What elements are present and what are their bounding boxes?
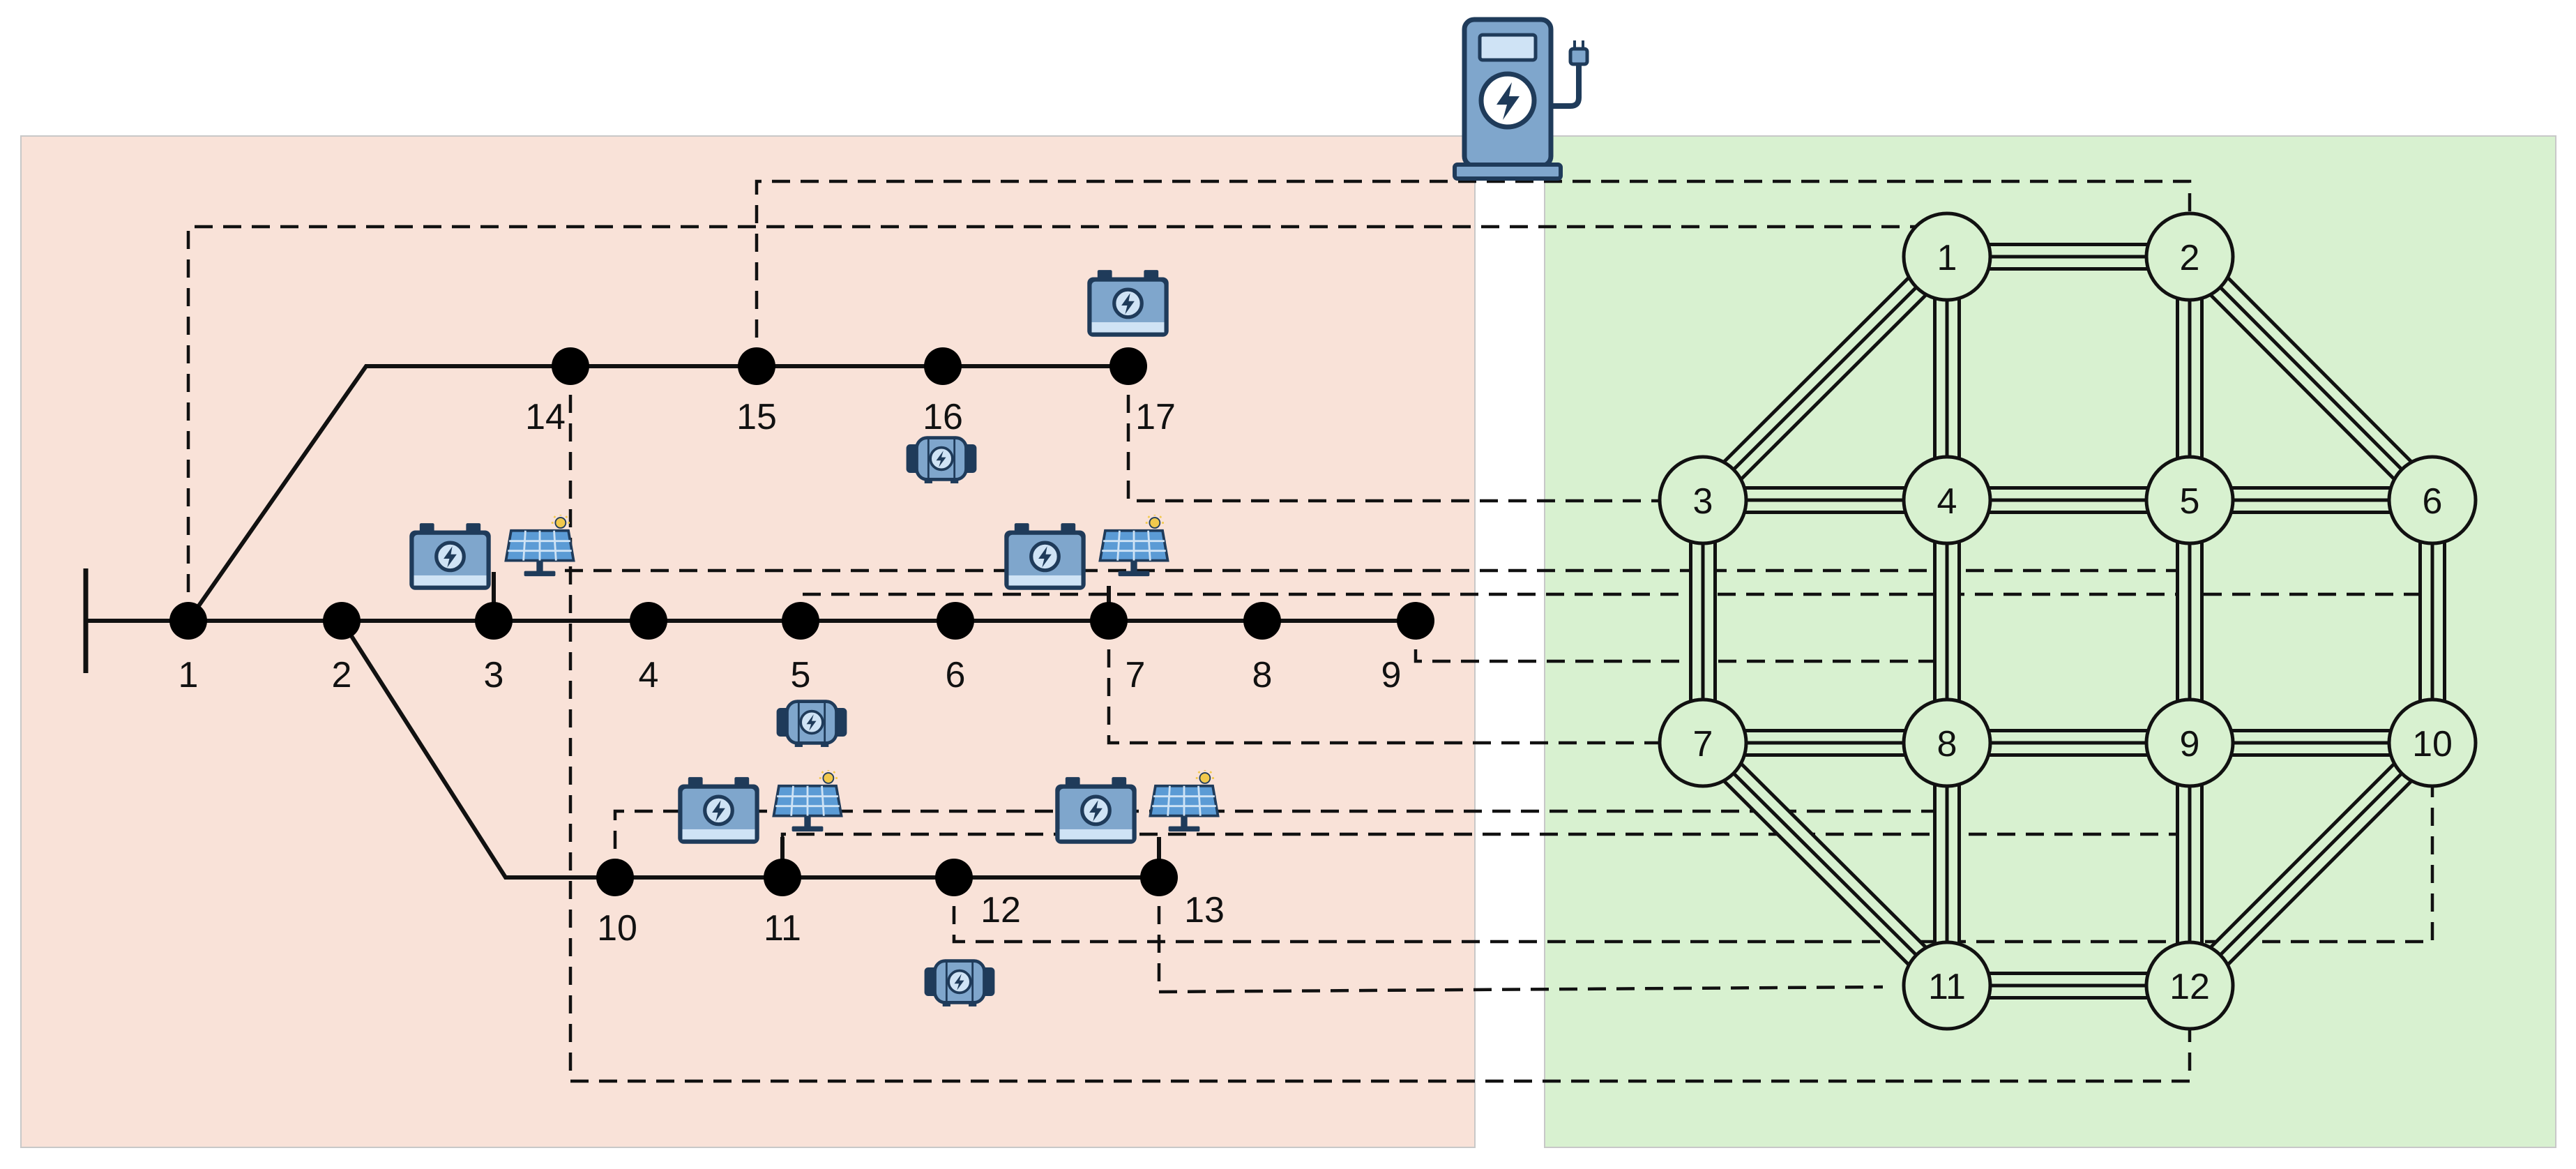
feeder-upper-branch bbox=[186, 364, 1128, 622]
bus-label-14: 14 bbox=[525, 397, 566, 437]
svg-text:1: 1 bbox=[1937, 238, 1957, 278]
traffic-node-11: 11 bbox=[1902, 940, 1992, 1031]
traffic-node-2: 2 bbox=[2144, 211, 2235, 302]
bus-label-16: 16 bbox=[923, 397, 963, 437]
bus-label-6: 6 bbox=[946, 655, 966, 695]
road-2-6-divider bbox=[2188, 255, 2434, 501]
bus-label-13: 13 bbox=[1184, 890, 1225, 930]
bus-5 bbox=[782, 602, 819, 640]
traffic-node-5: 5 bbox=[2144, 455, 2235, 545]
traffic-node-12: 12 bbox=[2144, 940, 2235, 1031]
bus-6 bbox=[937, 602, 974, 640]
bus-label-17: 17 bbox=[1135, 397, 1176, 437]
bus-17 bbox=[1109, 347, 1147, 385]
bus-16 bbox=[924, 347, 962, 385]
coupling-link-12-10 bbox=[952, 785, 2434, 944]
power-panel-background bbox=[20, 135, 1476, 1148]
traffic-node-6: 6 bbox=[2387, 455, 2478, 545]
bus-12 bbox=[935, 859, 973, 896]
coupling-link-7-7 bbox=[1107, 621, 1658, 745]
svg-text:8: 8 bbox=[1937, 724, 1957, 764]
bus-label-4: 4 bbox=[639, 655, 659, 695]
battery-icon bbox=[1087, 270, 1168, 337]
bus-label-7: 7 bbox=[1126, 655, 1146, 695]
battery-icon bbox=[409, 523, 490, 590]
traffic-node-4: 4 bbox=[1902, 455, 1992, 545]
bus-2 bbox=[323, 602, 361, 640]
bus-11 bbox=[764, 859, 801, 896]
bus-label-9: 9 bbox=[1381, 655, 1402, 695]
bus-label-5: 5 bbox=[791, 655, 811, 695]
svg-text:9: 9 bbox=[2180, 724, 2200, 764]
traffic-node-10: 10 bbox=[2387, 697, 2478, 788]
bus-3 bbox=[475, 602, 513, 640]
power-bus-labels: 1 2 3 4 5 6 7 8 9 10 11 12 13 14 15 16 1… bbox=[179, 397, 1402, 949]
road-1-3-divider bbox=[1702, 255, 1948, 501]
traffic-node-8: 8 bbox=[1902, 697, 1992, 788]
bus-8 bbox=[1243, 602, 1281, 640]
traffic-node-3: 3 bbox=[1658, 455, 1748, 545]
bus-label-10: 10 bbox=[597, 908, 637, 949]
svg-text:6: 6 bbox=[2423, 481, 2443, 522]
svg-text:10: 10 bbox=[2412, 724, 2453, 764]
traffic-node-9: 9 bbox=[2144, 697, 2235, 788]
bus-10 bbox=[596, 859, 634, 896]
bus-label-12: 12 bbox=[980, 890, 1021, 930]
coupling-link-13-11 bbox=[1157, 877, 1884, 994]
bus-label-8: 8 bbox=[1252, 655, 1273, 695]
svg-text:12: 12 bbox=[2169, 967, 2210, 1007]
bus-7 bbox=[1090, 602, 1128, 640]
svg-text:5: 5 bbox=[2180, 481, 2200, 522]
coupling-link-15-2 bbox=[755, 179, 2192, 366]
bus-13 bbox=[1140, 859, 1178, 896]
svg-text:2: 2 bbox=[2180, 238, 2200, 278]
svg-text:7: 7 bbox=[1693, 724, 1713, 764]
road-10-12-divider bbox=[2188, 741, 2434, 987]
traffic-node-1: 1 bbox=[1902, 211, 1992, 302]
battery-icon bbox=[1055, 777, 1136, 844]
road-7-11-divider bbox=[1702, 741, 1948, 987]
bus-14 bbox=[552, 347, 589, 385]
bus-1 bbox=[169, 602, 207, 640]
bus-label-2: 2 bbox=[332, 655, 352, 695]
coupling-link-1-1 bbox=[186, 225, 1949, 621]
bus-15 bbox=[738, 347, 775, 385]
coupling-link-14-12 bbox=[568, 366, 2192, 1083]
battery-icon bbox=[1004, 523, 1085, 590]
bus-4 bbox=[630, 602, 667, 640]
traffic-node-7: 7 bbox=[1658, 697, 1748, 788]
svg-text:3: 3 bbox=[1693, 481, 1713, 522]
coupling-link-17-3 bbox=[1126, 366, 1658, 503]
power-buses bbox=[169, 347, 1434, 896]
svg-text:11: 11 bbox=[1928, 967, 1966, 1007]
svg-text:4: 4 bbox=[1937, 481, 1957, 522]
bus-label-15: 15 bbox=[736, 397, 777, 437]
battery-icon bbox=[678, 777, 759, 844]
traffic-nodes: 1 2 3 4 5 6 7 8 9 10 11 12 bbox=[1658, 211, 2478, 1031]
bus-label-3: 3 bbox=[484, 655, 504, 695]
bus-label-1: 1 bbox=[179, 655, 199, 695]
bus-9 bbox=[1397, 602, 1434, 640]
bus-label-11: 11 bbox=[764, 908, 801, 949]
